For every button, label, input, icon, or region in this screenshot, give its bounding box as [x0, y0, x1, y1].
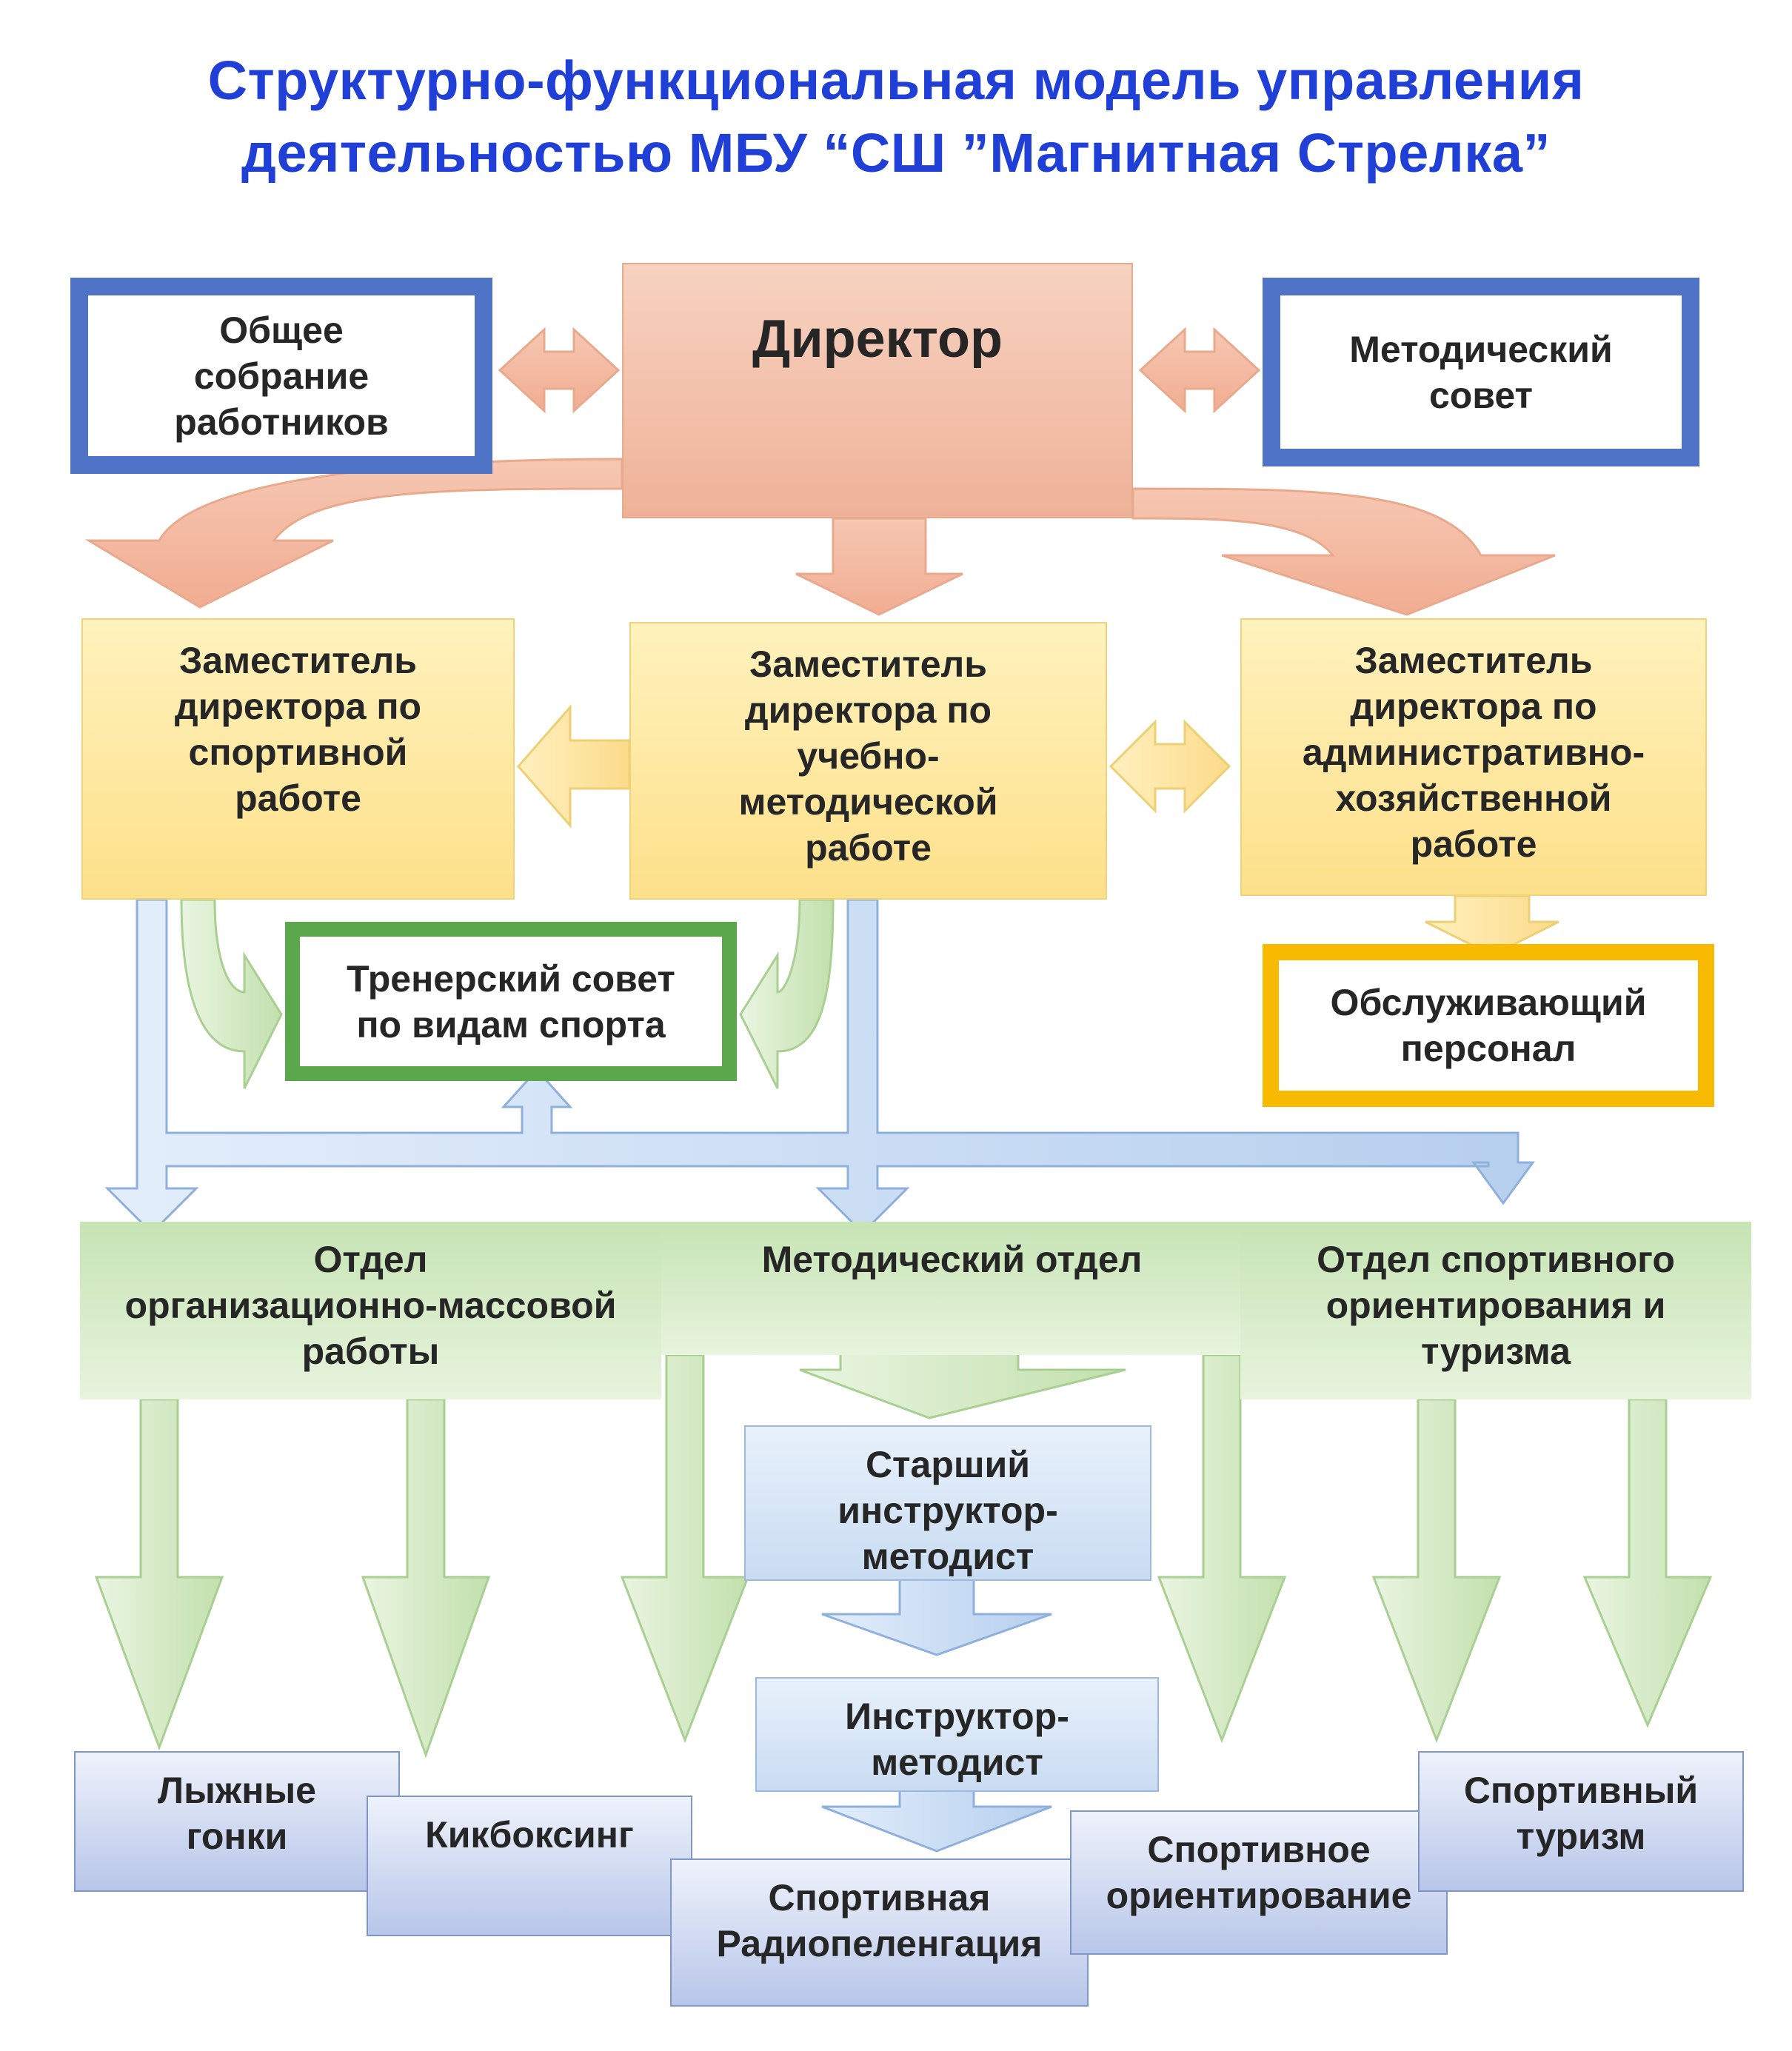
kickboxing-box: Кикбоксинг [367, 1796, 692, 1936]
double-arrow-left [498, 327, 621, 414]
orienteering-box: Спортивное ориентирование [1070, 1810, 1448, 1955]
down-arrow-radio [620, 1354, 750, 1744]
general-meeting-label: Общее собрание работников [174, 309, 389, 443]
radio-direction-label: Спортивная Радиопеленгация [716, 1877, 1043, 1964]
double-arrow-right [1138, 327, 1261, 414]
curved-arrow-right [1131, 487, 1556, 616]
deputy-methodical-label: Заместитель директора по учебно- методич… [738, 643, 998, 869]
double-arrow-deputies [1109, 719, 1231, 814]
instructor-box: Инструктор- методист [755, 1677, 1159, 1792]
coach-council-label: Тренерский совет по видам спорта [347, 957, 675, 1045]
down-arrow-orient [1157, 1354, 1287, 1744]
curved-arrow-left [84, 458, 623, 609]
skiing-box: Лыжные гонки [74, 1751, 400, 1892]
senior-instructor-box: Старший инструктор- методист [744, 1425, 1151, 1581]
down-arrow-director [795, 517, 963, 616]
curved-arrow-coach-right [739, 898, 835, 1089]
down-arrow-instructor [821, 1576, 1052, 1656]
down-arrow-senior [799, 1342, 1126, 1419]
deputy-sport-box: Заместитель директора по спортивной рабо… [81, 618, 515, 900]
methodical-council-label: Методический совет [1349, 328, 1613, 416]
methodical-council-box: Методический совет [1263, 278, 1699, 466]
deputy-methodical-box: Заместитель директора по учебно- методич… [629, 622, 1107, 900]
dept-orienteering-box: Отдел спортивного ориентирования и туриз… [1240, 1222, 1751, 1399]
deputy-admin-box: Заместитель директора по административно… [1240, 618, 1707, 896]
deputy-admin-label: Заместитель директора по административно… [1302, 640, 1645, 865]
blue-connector [104, 898, 1535, 1235]
instructor-label: Инструктор- методист [845, 1696, 1069, 1783]
general-meeting-box: Общее собрание работников [70, 278, 492, 474]
tourism-box: Спортивный туризм [1418, 1751, 1744, 1892]
curved-arrow-coach-left [180, 898, 283, 1089]
page-title-line-2: деятельностью МБУ “СШ ”Магнитная Стрелка… [241, 122, 1551, 184]
left-arrow-deputy [517, 704, 631, 829]
dept-mass-work-box: Отдел организационно-массовой работы [80, 1222, 661, 1399]
down-arrow-tourism-1 [1371, 1398, 1502, 1744]
down-arrow-tourism-2 [1582, 1398, 1713, 1728]
kickboxing-label: Кикбоксинг [425, 1814, 634, 1856]
senior-instructor-label: Старший инструктор- методист [838, 1444, 1058, 1577]
coach-council-box: Тренерский совет по видам спорта [285, 922, 737, 1081]
page-title: Структурно-функциональная модель управле… [0, 44, 1792, 190]
director-label: Директор [752, 310, 1003, 369]
skiing-label: Лыжные гонки [158, 1770, 316, 1857]
dept-methodical-box: Методический отдел [661, 1222, 1243, 1355]
orienteering-label: Спортивное ориентирование [1106, 1829, 1412, 1916]
deputy-sport-label: Заместитель директора по спортивной рабо… [174, 640, 422, 819]
down-arrow-kickbox [361, 1398, 491, 1759]
page-title-line-1: Структурно-функциональная модель управле… [207, 50, 1585, 111]
dept-mass-work-label: Отдел организационно-массовой работы [124, 1239, 617, 1372]
radio-direction-box: Спортивная Радиопеленгация [670, 1858, 1089, 2007]
director-box: Директор [622, 263, 1133, 518]
down-arrow-ski [94, 1398, 224, 1751]
service-staff-box: Обслуживающий персонал [1263, 944, 1714, 1107]
tourism-label: Спортивный туризм [1463, 1770, 1699, 1857]
down-arrow-service [1425, 894, 1559, 957]
service-staff-label: Обслуживающий персонал [1330, 982, 1647, 1069]
dept-orienteering-label: Отдел спортивного ориентирования и туриз… [1317, 1239, 1675, 1372]
dept-methodical-label: Методический отдел [761, 1239, 1143, 1280]
